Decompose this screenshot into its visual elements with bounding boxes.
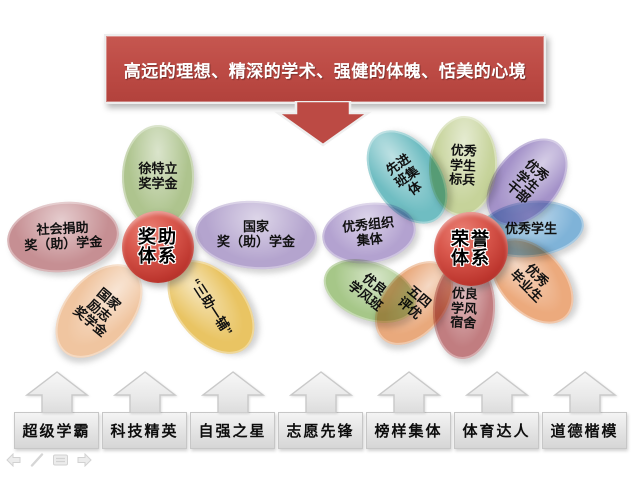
pillar-label: 科技精英 <box>102 412 187 449</box>
pillar-label: 自强之星 <box>190 412 275 449</box>
banner-text: 高远的理想、精深的学术、强健的体魄、恬美的心境 <box>123 61 527 81</box>
up-arrow-icon <box>464 371 529 413</box>
presenter-toolbar <box>6 453 92 467</box>
pen-tool-button[interactable] <box>29 453 45 467</box>
flower-center-label: 荣誉 体系 <box>451 229 491 268</box>
left-flower-center-award-system: 奖助 体系 <box>122 211 194 283</box>
petal-label: 五四 评优 <box>395 282 434 323</box>
previous-slide-button[interactable] <box>6 453 22 467</box>
petal-xuteli-scholarship: 徐特立 奖学金 <box>122 125 194 229</box>
up-arrow-icon <box>200 371 265 413</box>
up-arrow-icon <box>24 371 89 413</box>
petal-label: 国家 励志 奖学金 <box>70 285 124 340</box>
petal-label: 徐特立 奖学金 <box>138 161 178 191</box>
petal-label: 国家 奖（助）学金 <box>216 219 296 249</box>
pillar-volunteer-pioneer: 志愿先锋 <box>278 371 363 449</box>
petal-label: “三助一辅” <box>187 275 236 338</box>
petal-national-scholarship: 国家 奖（助）学金 <box>192 196 320 274</box>
pillar-label: 体育达人 <box>454 412 539 449</box>
petal-label: 优良 学风 宿舍 <box>449 285 479 331</box>
slide-menu-button[interactable] <box>52 453 69 467</box>
petal-label: 优秀组织 集体 <box>341 214 395 249</box>
pillar-label: 榜样集体 <box>366 412 451 449</box>
right-flower-center-honor-system: 荣誉 体系 <box>434 212 508 286</box>
petal-label: 优秀学生 <box>504 220 557 236</box>
petal-label: 优秀 学生 干部 <box>503 156 552 207</box>
pillar-self-improvement-star: 自强之星 <box>190 371 275 449</box>
pillar-label: 志愿先锋 <box>278 412 363 449</box>
banner-down-arrow-icon <box>274 101 372 147</box>
up-arrow-icon <box>552 371 617 413</box>
next-slide-button[interactable] <box>76 453 92 467</box>
pillar-label: 超级学霸 <box>14 412 99 449</box>
banner: 高远的理想、精深的学术、强健的体魄、恬美的心境 <box>104 34 546 104</box>
pillar-role-model-collective: 榜样集体 <box>366 371 451 449</box>
pillar-sports-master: 体育达人 <box>454 371 539 449</box>
pillar-super-scholar: 超级学霸 <box>14 371 99 449</box>
up-arrow-icon <box>376 371 441 413</box>
petal-label: 先进 班集 体 <box>383 150 425 199</box>
petal-label: 社会捐助 奖（助）学金 <box>23 220 103 254</box>
petal-label: 优秀 学生 标兵 <box>448 142 478 188</box>
pillar-moral-model: 道德楷模 <box>542 371 627 449</box>
up-arrow-icon <box>288 371 353 413</box>
pillar-label: 道德楷模 <box>542 412 627 449</box>
flower-center-label: 奖助 体系 <box>138 227 178 266</box>
pillar-tech-elite: 科技精英 <box>102 371 187 449</box>
up-arrow-icon <box>112 371 177 413</box>
petal-label: 优秀 毕业生 <box>508 260 553 305</box>
honor-title-row: 超级学霸 科技精英 自强之星 志愿先锋 榜样集体 <box>14 371 627 449</box>
